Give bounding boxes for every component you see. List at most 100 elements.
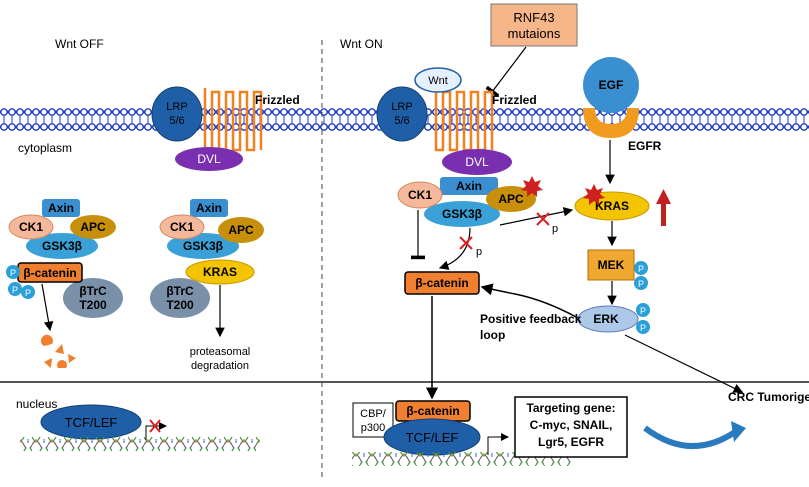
gsk3b-label-2: GSK3β bbox=[183, 239, 223, 253]
lipid-head bbox=[360, 123, 368, 131]
lipid-head bbox=[544, 108, 552, 116]
lipid-head bbox=[656, 108, 664, 116]
gsk3b-on-label: GSK3β bbox=[442, 207, 482, 221]
lipid-head bbox=[368, 123, 376, 131]
rnf43-line1: RNF43 bbox=[513, 10, 554, 25]
lipid-head bbox=[688, 108, 696, 116]
egf-ligand bbox=[583, 57, 639, 113]
lipid-head bbox=[520, 123, 528, 131]
lipid-head bbox=[264, 123, 272, 131]
lipid-head bbox=[688, 123, 696, 131]
lipid-head bbox=[784, 108, 792, 116]
apc-on bbox=[486, 186, 536, 212]
lipid-head bbox=[72, 108, 80, 116]
cytoplasm-label: cytoplasm bbox=[18, 141, 72, 155]
lipid-head bbox=[48, 123, 56, 131]
lipid-head bbox=[312, 123, 320, 131]
p-circle-erk1 bbox=[636, 303, 650, 317]
lipid-head bbox=[40, 108, 48, 116]
lipid-head bbox=[104, 108, 112, 116]
lipid-head bbox=[552, 123, 560, 131]
lipid-head bbox=[792, 108, 800, 116]
dna-off bbox=[20, 437, 260, 451]
p-small-kras: p bbox=[552, 223, 558, 235]
btrc-complex2 bbox=[150, 278, 210, 318]
lipid-head bbox=[528, 108, 536, 116]
kras-mutation-star bbox=[583, 184, 605, 205]
dvl-right-label: DVL bbox=[465, 155, 489, 169]
lipid-head bbox=[640, 108, 648, 116]
gsk3b-label-1: GSK3β bbox=[42, 239, 82, 253]
apc-on-label: APC bbox=[498, 192, 524, 206]
lipid-head bbox=[680, 123, 688, 131]
lipid-head bbox=[0, 123, 8, 131]
beta-catenin-off-label: β-catenin bbox=[23, 266, 76, 280]
lipid-head bbox=[736, 108, 744, 116]
lipid-head bbox=[728, 108, 736, 116]
lipid-head bbox=[16, 123, 24, 131]
apc-complex1 bbox=[70, 215, 116, 239]
egfr-label: EGFR bbox=[628, 139, 662, 153]
lipid-head bbox=[496, 108, 504, 116]
gsk-to-kras-arrow bbox=[499, 207, 574, 226]
lipid-head bbox=[512, 108, 520, 116]
lipid-head bbox=[664, 123, 672, 131]
lipid-head bbox=[56, 123, 64, 131]
lipid-head bbox=[264, 108, 272, 116]
phospho-blocked-x bbox=[459, 236, 473, 250]
beta-catenin-on-label: β-catenin bbox=[415, 276, 468, 290]
cbp-line2: p300 bbox=[361, 422, 385, 434]
degraded-fragments bbox=[40, 334, 76, 368]
lipid-head bbox=[712, 123, 720, 131]
lipid-head bbox=[112, 123, 120, 131]
lipid-head bbox=[296, 108, 304, 116]
p-small-gsk: p bbox=[476, 246, 482, 258]
lipid-head bbox=[280, 123, 288, 131]
p-label-off3: P bbox=[25, 288, 31, 298]
lipid-head bbox=[696, 123, 704, 131]
lipid-head bbox=[64, 108, 72, 116]
lipid-head bbox=[568, 123, 576, 131]
gsk3b-complex1 bbox=[26, 233, 98, 259]
lipid-head bbox=[16, 108, 24, 116]
lipid-head bbox=[88, 108, 96, 116]
transcription-arrow-on bbox=[487, 433, 509, 455]
p-label-erk1: P bbox=[640, 306, 646, 316]
p-circle-off1 bbox=[6, 265, 20, 279]
lipid-head bbox=[344, 123, 352, 131]
lipid-head bbox=[8, 123, 16, 131]
lipid-head bbox=[328, 108, 336, 116]
lipid-head bbox=[0, 108, 8, 116]
lipid-head bbox=[704, 123, 712, 131]
axin-label-2: Axin bbox=[196, 201, 222, 215]
curved-arrow-head bbox=[731, 421, 746, 442]
lipid-head bbox=[552, 108, 560, 116]
lipid-head bbox=[648, 108, 656, 116]
lrp-left-line1: LRP bbox=[166, 101, 187, 113]
kras-off bbox=[185, 259, 255, 285]
lipid-head bbox=[304, 108, 312, 116]
lipid-head bbox=[776, 108, 784, 116]
lipid-head bbox=[576, 108, 584, 116]
lipid-head bbox=[72, 123, 80, 131]
lipid-head bbox=[776, 123, 784, 131]
lipid-head bbox=[760, 123, 768, 131]
gsk3b-on bbox=[424, 201, 500, 227]
proteasomal-line2: degradation bbox=[191, 360, 249, 372]
lipid-head bbox=[352, 108, 360, 116]
lipid-head bbox=[288, 108, 296, 116]
lipid-head bbox=[800, 123, 808, 131]
lrp-right bbox=[376, 86, 428, 142]
lipid-head bbox=[752, 123, 760, 131]
btrc-label-2b: T200 bbox=[166, 298, 194, 312]
target-line3: Lgr5, EGFR bbox=[538, 435, 604, 449]
kras-off-label: KRAS bbox=[203, 265, 237, 279]
dvl-left-label: DVL bbox=[197, 152, 221, 166]
lipid-head bbox=[272, 108, 280, 116]
axin-complex1 bbox=[42, 199, 80, 217]
mek bbox=[587, 249, 635, 281]
lipid-head bbox=[336, 123, 344, 131]
p-circle-mek2 bbox=[634, 276, 648, 290]
lipid-head bbox=[32, 108, 40, 116]
lipid-head bbox=[752, 108, 760, 116]
